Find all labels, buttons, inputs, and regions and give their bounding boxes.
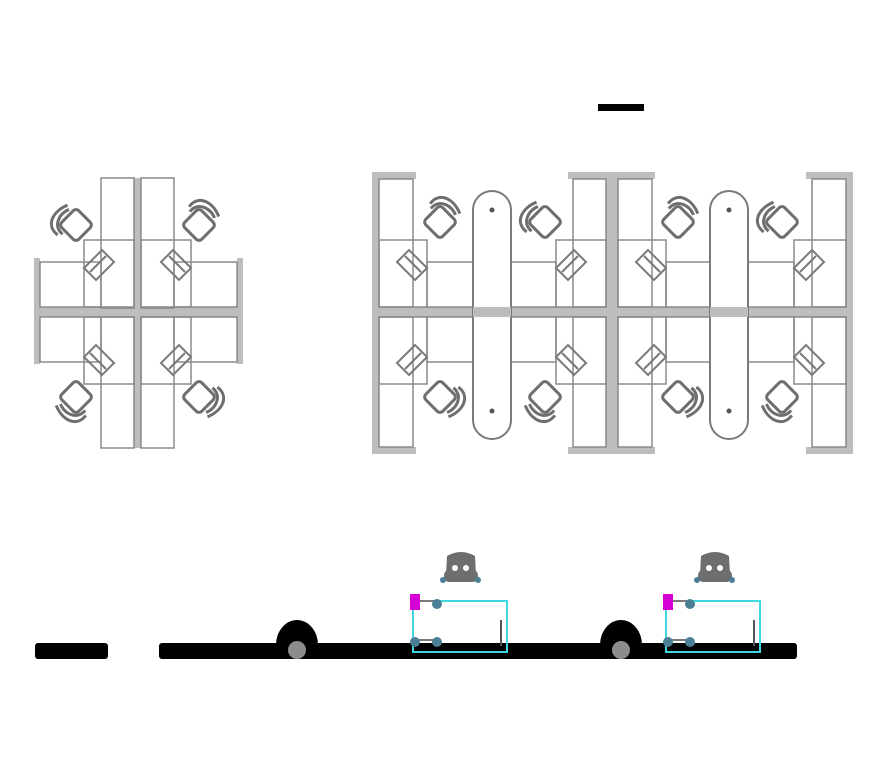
office-chair-icon: [49, 378, 101, 429]
desk-chair-icon: [83, 249, 115, 281]
office-chair-icon: [421, 372, 472, 424]
elevation-station-2[interactable]: [663, 552, 761, 653]
grip-point-icon[interactable]: [410, 637, 420, 647]
office-chair-icon: [750, 195, 801, 247]
monitor-icon: [694, 552, 735, 583]
panel-vertical-top: [134, 178, 141, 308]
dimension-mark: [598, 104, 644, 111]
desk-chair-icon: [83, 344, 115, 376]
grip-point-icon[interactable]: [432, 599, 442, 609]
grip-point-icon[interactable]: [685, 637, 695, 647]
elevation-station-1[interactable]: [410, 552, 508, 653]
desk-chair-icon: [160, 344, 192, 376]
desk-chair-icon: [396, 344, 428, 376]
panel-right: [846, 172, 853, 454]
grip-point-icon[interactable]: [432, 637, 442, 647]
wheel-icon: [288, 641, 306, 659]
desk-chair-icon: [793, 344, 825, 376]
grip-point-icon[interactable]: [663, 637, 673, 647]
office-chair-icon: [755, 378, 807, 429]
desk-chair-icon: [635, 249, 667, 281]
office-chair-icon: [513, 195, 564, 247]
workstation-cluster-8: [372, 172, 853, 454]
office-chair-icon: [653, 190, 705, 241]
workstation-cluster-4: [34, 177, 243, 449]
wheel-icon: [612, 641, 630, 659]
office-chair-icon: [180, 372, 231, 424]
office-chair-icon: [518, 378, 570, 429]
desk-chair-icon: [396, 249, 428, 281]
panel-vertical-bottom: [134, 316, 141, 448]
grip-point-icon[interactable]: [685, 599, 695, 609]
floor-segment-left: [35, 643, 108, 659]
panel-end-right: [237, 258, 243, 364]
desk-chair-icon: [555, 249, 587, 281]
desk-outline: [665, 600, 761, 653]
elevation-view: [35, 552, 797, 659]
desk-chair-icon: [160, 249, 192, 281]
desk-chair-icon: [793, 249, 825, 281]
monitor-icon: [440, 552, 481, 583]
panel-middle: [606, 172, 618, 454]
grip-point-icon[interactable]: [410, 594, 420, 610]
panel-left: [372, 172, 379, 454]
desk-outline: [412, 600, 508, 653]
office-chair-icon: [174, 193, 226, 244]
grip-point-icon[interactable]: [663, 594, 673, 610]
desk-chair-icon: [555, 344, 587, 376]
panel-end-left: [34, 258, 40, 364]
desk-chair-icon: [635, 344, 667, 376]
office-chair-icon: [415, 190, 467, 241]
panel-horizontal: [34, 307, 243, 317]
office-chair-icon: [659, 372, 710, 424]
